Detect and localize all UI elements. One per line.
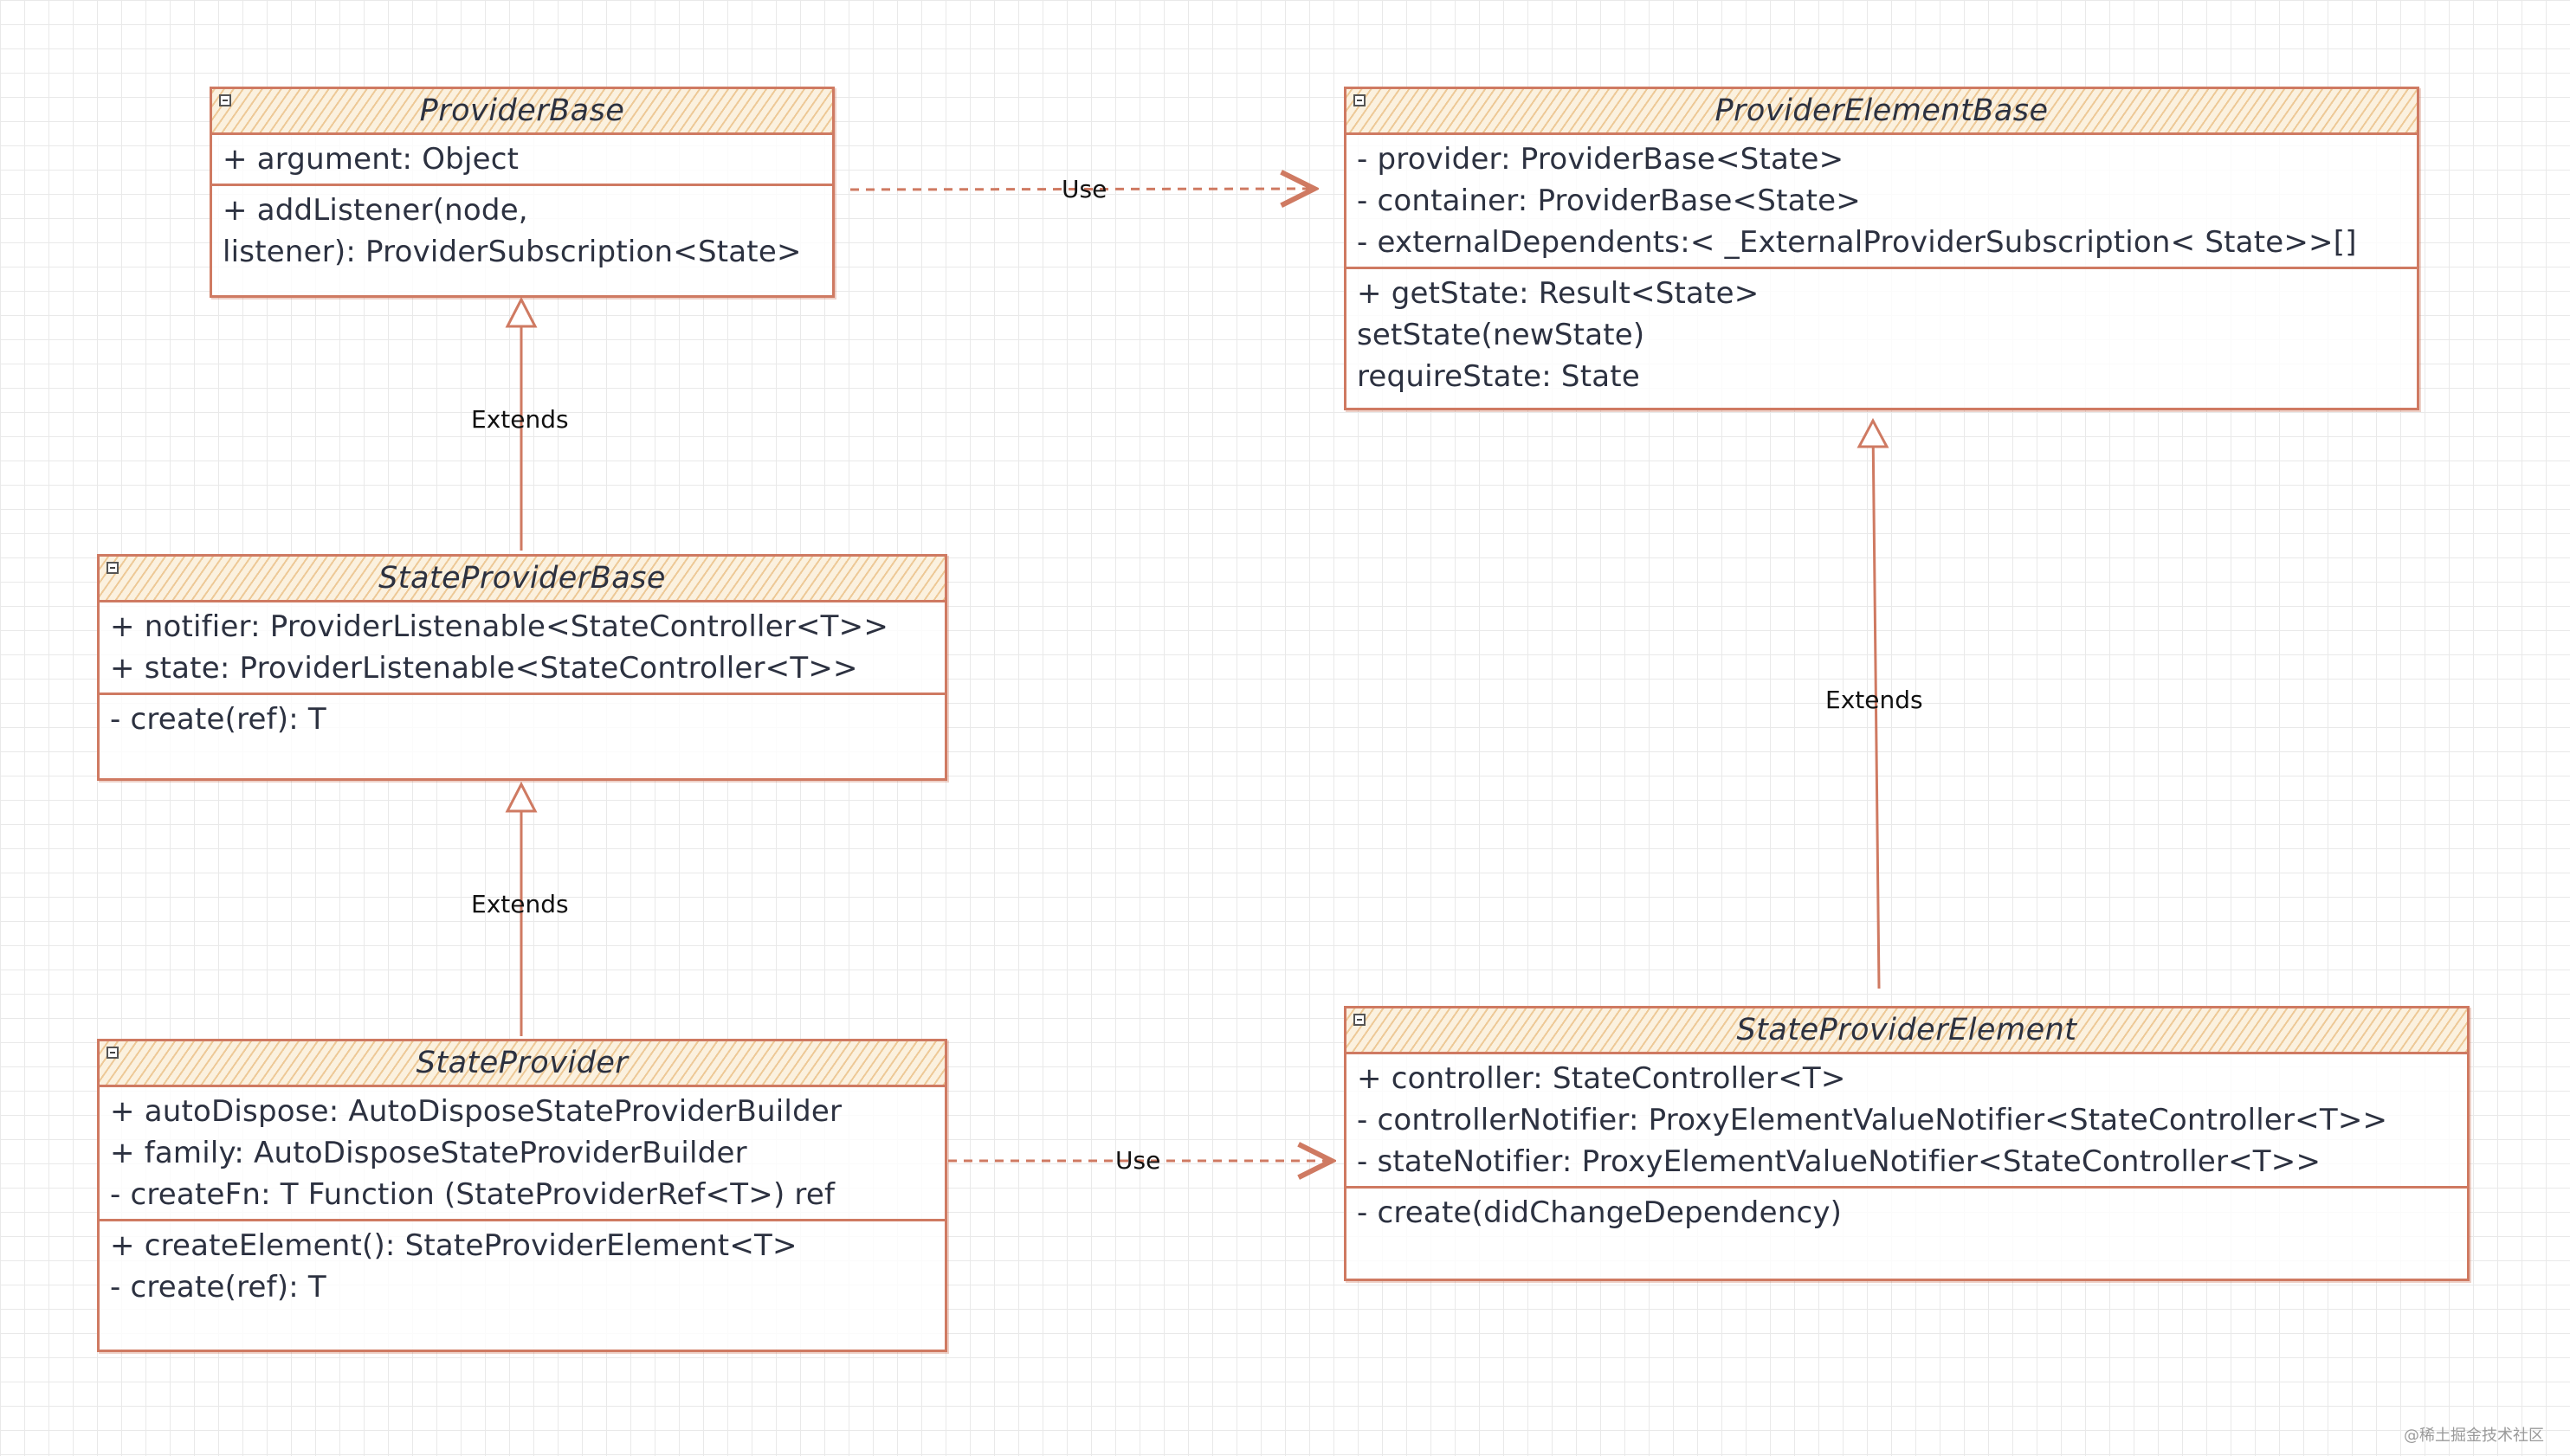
class-state-provider-element[interactable]: StateProviderElement + controller: State… (1344, 1006, 2470, 1281)
attribute-row: - controllerNotifier: ProxyElementValueN… (1357, 1103, 2388, 1137)
extends-arrowhead-peb (1856, 417, 1889, 448)
collapse-icon[interactable] (1353, 1014, 1366, 1026)
attributes-section: + notifier: ProviderListenable<StateCont… (100, 602, 945, 695)
attribute-row: + autoDispose: AutoDisposeStateProviderB… (110, 1094, 843, 1129)
extends-label-upper: Extends (471, 405, 569, 434)
class-header: ProviderElementBase (1346, 89, 2417, 135)
attributes-section: - provider: ProviderBase<State> - contai… (1346, 135, 2417, 269)
method-row: requireState: State (1357, 359, 1640, 394)
attribute-row: + controller: StateController<T> (1357, 1061, 1846, 1096)
attributes-section: + controller: StateController<T> - contr… (1346, 1054, 2467, 1189)
extends-connector-spe-peb (1871, 425, 1881, 989)
class-header: StateProviderElement (1346, 1008, 2467, 1054)
attribute-row: + argument: Object (223, 142, 520, 177)
extends-label-lower: Extends (471, 890, 569, 918)
attributes-section: + autoDispose: AutoDisposeStateProviderB… (100, 1087, 945, 1221)
method-row: + createElement(): StateProviderElement<… (110, 1228, 797, 1263)
method-row: setState(newState) (1357, 318, 1645, 352)
methods-section: - create(ref): T (100, 695, 945, 744)
methods-section: - create(didChangeDependency) (1346, 1189, 2467, 1237)
method-row: listener): ProviderSubscription<State> (223, 235, 802, 269)
method-row: + getState: Result<State> (1357, 276, 1760, 311)
attribute-row: + state: ProviderListenable<StateControl… (110, 651, 858, 686)
methods-section: + addListener(node, listener): ProviderS… (212, 186, 832, 276)
use-label-top: Use (1062, 175, 1107, 203)
class-name: StateProvider (416, 1046, 629, 1080)
attribute-row: - stateNotifier: ProxyElementValueNotifi… (1357, 1144, 2321, 1179)
method-row: - create(didChangeDependency) (1357, 1195, 1843, 1230)
method-row: - create(ref): T (110, 1270, 326, 1305)
class-header: StateProvider (100, 1041, 945, 1087)
extends-label-right: Extends (1825, 686, 1923, 714)
class-state-provider-base[interactable]: StateProviderBase + notifier: ProviderLi… (97, 554, 947, 781)
class-state-provider[interactable]: StateProvider + autoDispose: AutoDispose… (97, 1039, 947, 1352)
class-name: StateProviderElement (1736, 1013, 2077, 1047)
collapse-icon[interactable] (219, 94, 231, 106)
attribute-row: + notifier: ProviderListenable<StateCont… (110, 609, 889, 644)
collapse-icon[interactable] (107, 562, 119, 574)
class-header: StateProviderBase (100, 557, 945, 602)
attribute-row: + family: AutoDisposeStateProviderBuilde… (110, 1136, 747, 1170)
method-row: + addListener(node, (223, 193, 528, 228)
attribute-row: - container: ProviderBase<State> (1357, 184, 1861, 218)
methods-section: + getState: Result<State> setState(newSt… (1346, 269, 2417, 401)
watermark: @稀土掘金技术社区 (2404, 1427, 2544, 1445)
attribute-row: - externalDependents:< _ExternalProvider… (1357, 225, 2357, 260)
methods-section: + createElement(): StateProviderElement<… (100, 1221, 945, 1311)
class-name: StateProviderBase (378, 561, 666, 596)
collapse-icon[interactable] (107, 1047, 119, 1059)
extends-arrowhead-spb (505, 781, 538, 813)
class-provider-element-base[interactable]: ProviderElementBase - provider: Provider… (1344, 87, 2419, 410)
class-header: ProviderBase (212, 89, 832, 135)
attribute-row: - provider: ProviderBase<State> (1357, 142, 1844, 177)
use-label-bottom: Use (1115, 1146, 1161, 1175)
collapse-icon[interactable] (1353, 94, 1366, 106)
attribute-row: - createFn: T Function (StateProviderRef… (110, 1177, 836, 1212)
extends-arrowhead-pb (505, 296, 538, 328)
class-name: ProviderElementBase (1714, 93, 2049, 128)
attributes-section: + argument: Object (212, 135, 832, 186)
class-name: ProviderBase (419, 93, 625, 128)
method-row: - create(ref): T (110, 702, 326, 737)
class-provider-base[interactable]: ProviderBase + argument: Object + addLis… (210, 87, 835, 298)
